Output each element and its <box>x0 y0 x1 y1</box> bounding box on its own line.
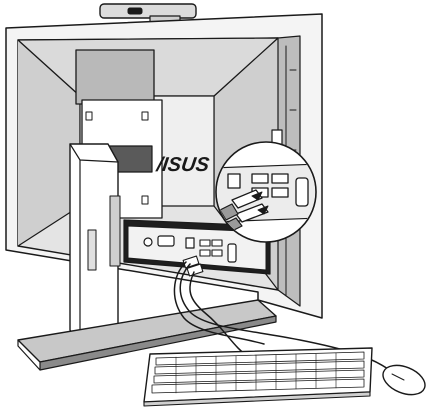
usb-port-1 <box>199 239 211 247</box>
dc-in-port <box>143 237 153 247</box>
io-port-panel <box>123 219 271 275</box>
lan-port <box>185 237 195 249</box>
hdmi-port <box>227 243 237 263</box>
magnified-port-callout <box>215 141 317 243</box>
stand-base <box>17 299 277 371</box>
usb-port-2 <box>211 239 223 247</box>
insert-arrow-icon <box>251 191 263 201</box>
usb-port-3 <box>199 249 211 257</box>
asus-logo: /ISUS <box>154 154 211 176</box>
stand <box>69 143 121 347</box>
mouse <box>382 364 426 396</box>
usb-port-4 <box>211 249 223 257</box>
display-port <box>157 235 175 247</box>
insert-arrow-icon <box>257 205 269 215</box>
keyboard <box>143 347 373 407</box>
